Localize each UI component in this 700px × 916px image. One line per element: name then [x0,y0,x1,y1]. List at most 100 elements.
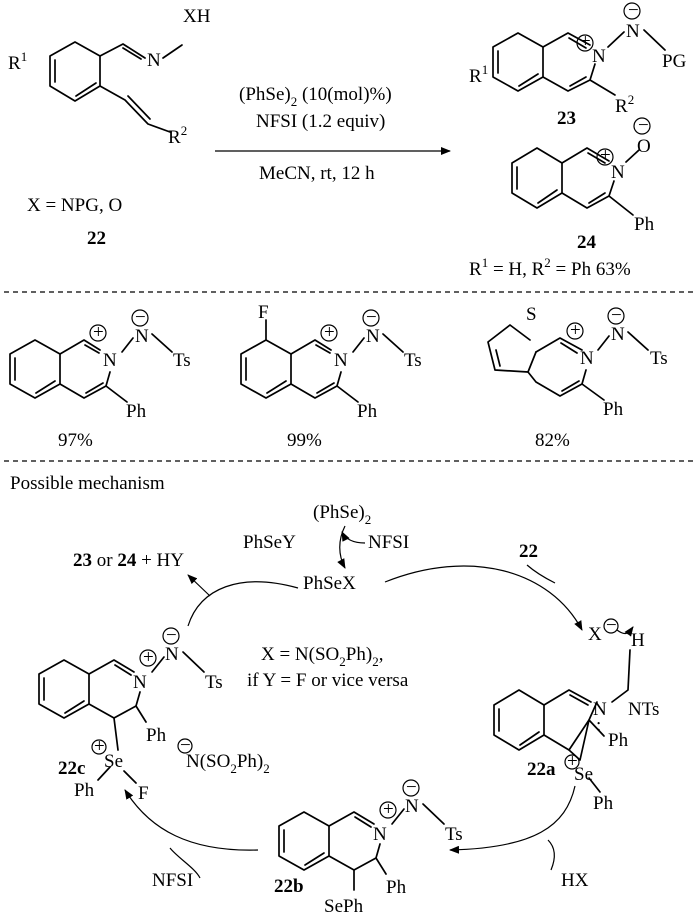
intermediate-22b: N + N − Ts Ph SePh 22b [274,777,463,916]
ex1-yield: 97% [58,430,93,451]
mech-note-line1: X = N(SO2Ph)2, [261,644,383,669]
reaction-conditions: (PhSe)2 (10(mol)%) NFSI (1.2 equiv) MeCN… [215,84,451,184]
i22a-se: Se [574,764,593,785]
substrate-r2: R2 [168,123,187,148]
ex1-ts: Ts [173,350,191,371]
mech-phse2: (PhSe)2 [313,502,371,527]
product23-n: N [592,46,606,67]
i22c-se-plus: + [94,736,105,757]
cycle-arrow-top-right [384,565,583,631]
ex3-ph: Ph [603,399,624,420]
substrate-r1: R1 [8,49,27,74]
cycle-arrow-nfsi [169,847,201,879]
condition-oxidant: NFSI (1.2 equiv) [256,111,385,132]
i22a-nts: NTs [628,699,659,720]
i22c-counter: N(SO2Ph)2 [186,751,270,776]
ex3-n: N [580,348,594,369]
product23-pg: PG [662,51,687,72]
ex2-minus: − [366,307,377,328]
i22a-id: 22a [527,759,556,780]
catalyst-regeneration: (PhSe)2 PhSeY NFSI PhSeX 23 or 24 + HY 2… [73,502,538,594]
mech-nfsi-top: NFSI [368,532,409,553]
substrate-xh: XH [183,6,211,27]
i22c-ph: Ph [146,725,167,746]
product24-minus: − [638,115,649,136]
i22b-minus: − [406,777,417,798]
substrate-22: R1 N XH R2 X = NPG, O 22 [8,6,211,249]
mech-x-minus-sign: − [606,615,617,636]
cycle-arrow-hx [547,839,555,871]
ex1-n: N [103,350,117,371]
product23-minus: − [628,0,639,21]
mech-substrate-in: 22 [519,541,538,562]
product24-n: N [611,162,625,183]
i22b-n: N [373,824,387,845]
mech-nfsi-bottom: NFSI [152,870,193,891]
i22b-ts: Ts [445,824,463,845]
i22a-n: N [593,699,607,720]
condition-solvent: MeCN, rt, 12 h [259,163,375,184]
intermediate-22c: N + N − Ts Ph Se + Ph F 22c − N(SO2Ph)2 [38,625,270,804]
substrate-id: 22 [87,228,106,249]
product23-r2: R2 [615,92,634,117]
i22c-f: F [138,783,149,804]
example-82: S N + N − Ts Ph 82% [487,304,668,451]
ex2-ts: Ts [404,350,422,371]
substrate-x-definition: X = NPG, O [27,195,122,216]
i22a-ph2: Ph [593,793,614,814]
mech-note-line2: if Y = F or vice versa [247,670,409,691]
i22a-ph: Ph [608,730,629,751]
i22b-seph: SePh [324,896,364,916]
mech-phsex: PhSeX [303,573,356,594]
mech-note: X = N(SO2Ph)2, if Y = F or vice versa [247,644,409,691]
mech-products: 23 or 24 + HY [73,550,184,571]
mech-x-minus: X [588,624,602,645]
i22a-h: H [631,630,645,651]
ex3-s: S [526,304,537,325]
product24-id: 24 [577,232,597,253]
ex3-minus: − [611,305,622,326]
i22b-ph: Ph [386,877,407,898]
ex2-f: F [258,302,269,323]
ex3-plus: + [570,320,581,341]
ex2-n: N [334,350,348,371]
product-24: N + O − Ph 24 R1 = H, R2 = Ph 63% [469,115,655,280]
ex1-minus: − [135,307,146,328]
cycle-arrow-top-left [188,575,299,627]
i22c-n: N [133,672,147,693]
product24-plus: + [600,145,611,166]
cycle-arrow-right [449,785,576,854]
i22c-plus: + [143,647,154,668]
example-97: N + N − Ts Ph 97% [9,307,191,451]
i22a-lone-pair: : [596,715,601,736]
substrate-n: N [147,50,161,71]
i22b-n2: N [405,796,419,817]
product23-id: 23 [557,108,576,129]
i22c-minus: − [166,625,177,646]
ex1-plus: + [93,322,104,343]
mechanism-heading: Possible mechanism [10,473,165,494]
example-99: F N + N − Ts Ph 99% [240,302,422,451]
i22c-se: Se [104,751,123,772]
ex2-ph: Ph [357,401,378,422]
ex3-yield: 82% [535,430,570,451]
product24-condition: R1 = H, R2 = Ph 63% [469,255,631,280]
mech-hx: HX [561,870,589,891]
ex1-n2: N [135,326,149,347]
mech-phsey: PhSeY [243,532,296,553]
condition-catalyst: (PhSe)2 (10(mol)%) [239,84,392,109]
product23-plus: + [580,31,591,52]
ex2-n2: N [366,326,380,347]
product23-n2: N [626,21,640,42]
i22c-ts: Ts [205,672,223,693]
cycle-arrow-left [124,789,259,851]
i22c-id: 22c [58,758,85,779]
product24-ph: Ph [634,214,655,235]
i22c-n2: N [165,644,179,665]
intermediate-22a: H N NTs : Ph + Se Ph 22a [493,630,659,814]
ex1-ph: Ph [126,401,147,422]
i22a-se-plus: + [567,751,578,772]
ex3-ts: Ts [650,348,668,369]
ex2-yield: 99% [287,430,322,451]
ex3-n2: N [611,324,625,345]
